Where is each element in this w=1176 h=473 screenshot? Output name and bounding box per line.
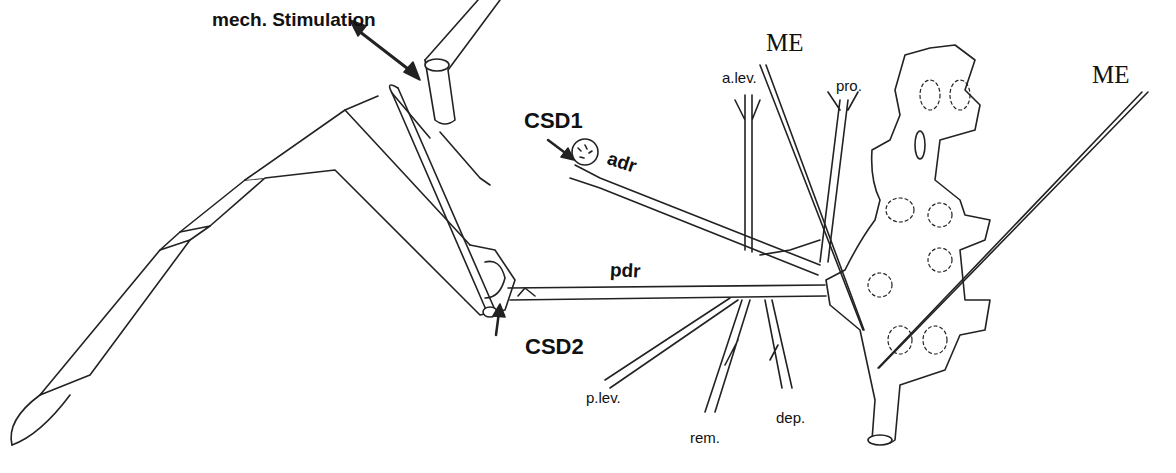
stimulus-label: mech. Stimulation	[212, 10, 376, 29]
nerve-branch-label: p.lev.	[586, 390, 621, 405]
sense-organ-label: CSD2	[525, 336, 584, 358]
electrode-label: ME	[1092, 62, 1130, 87]
nerve-branch-label: a.lev.	[722, 70, 757, 85]
electrode-label: ME	[766, 30, 804, 55]
nerve-branch-label: pro.	[836, 78, 862, 93]
nerve-label: adr	[605, 148, 639, 175]
nerve-branch-label: dep.	[776, 410, 805, 425]
nerve-branch-label: rem.	[690, 430, 720, 445]
sense-organ-label: CSD1	[524, 110, 583, 132]
nerve-label: pdr	[610, 260, 642, 281]
